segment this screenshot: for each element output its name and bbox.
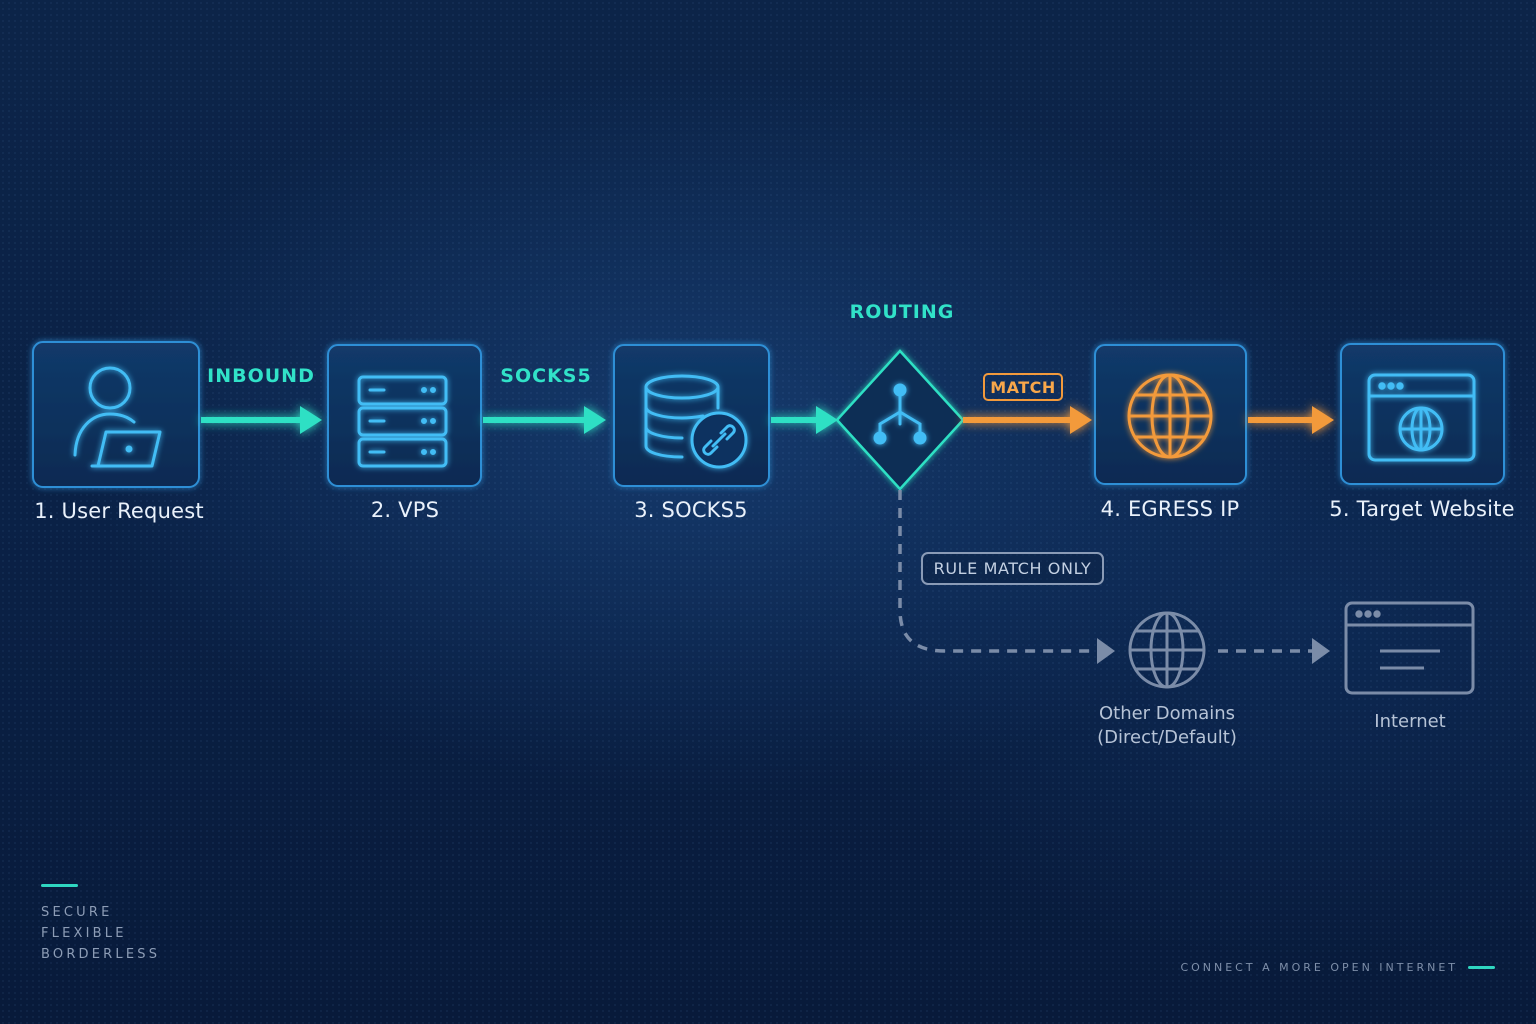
- routing-node: [835, 349, 965, 491]
- internet-browser-window-icon: [1344, 601, 1475, 695]
- edge-label-inbound: INBOUND: [207, 365, 315, 387]
- routing-label: ROUTING: [849, 301, 955, 323]
- arrow-inbound: [201, 406, 322, 434]
- fallback-arrowhead-2: [1312, 638, 1330, 664]
- server-stack-icon: [357, 375, 448, 468]
- fallback-arrowhead-1: [1097, 638, 1115, 664]
- arrow-to-routing: [771, 406, 838, 434]
- arrow-egress-to-target: [1248, 406, 1334, 434]
- fallback-path: [898, 490, 1313, 653]
- routing-split-icon: [873, 383, 927, 445]
- arrow-socks5: [483, 406, 606, 434]
- other-domains-globe-icon: [1128, 611, 1206, 689]
- node-target-website: [1340, 343, 1505, 485]
- database-link-icon: [644, 374, 748, 469]
- footer-accent-line: [1468, 966, 1495, 969]
- edge-label-socks5: SOCKS5: [500, 365, 592, 387]
- node-label-target-website: 5. Target Website: [1329, 497, 1515, 521]
- node-user-request: [32, 341, 200, 488]
- tagline-secure: SECURE: [41, 905, 113, 920]
- node-label-socks5: 3. SOCKS5: [634, 498, 748, 522]
- node-label-user-request: 1. User Request: [34, 499, 204, 523]
- tagline-flexible: FLEXIBLE: [41, 926, 127, 941]
- node-vps: [327, 344, 482, 487]
- node-label-egress-ip: 4. EGRESS IP: [1100, 497, 1240, 521]
- other-domains-line2: (Direct/Default): [1097, 727, 1237, 748]
- browser-globe-icon: [1367, 373, 1476, 462]
- other-domains-line1: Other Domains: [1098, 703, 1236, 724]
- other-domains-label: Other Domains (Direct/Default): [1097, 702, 1237, 750]
- user-laptop-icon: [73, 366, 162, 468]
- tagline-borderless: BORDERLESS: [41, 947, 161, 962]
- footer-slogan: CONNECT A MORE OPEN INTERNET: [1180, 961, 1458, 974]
- tagline-accent-line: [41, 884, 78, 887]
- rule-match-only-badge: RULE MATCH ONLY: [921, 552, 1104, 585]
- globe-icon: [1127, 373, 1213, 459]
- node-egress-ip: [1094, 344, 1247, 485]
- match-badge: MATCH: [983, 373, 1063, 401]
- node-socks5: [613, 344, 770, 487]
- internet-label: Internet: [1374, 711, 1446, 732]
- node-label-vps: 2. VPS: [370, 498, 440, 522]
- arrow-match: [963, 406, 1092, 434]
